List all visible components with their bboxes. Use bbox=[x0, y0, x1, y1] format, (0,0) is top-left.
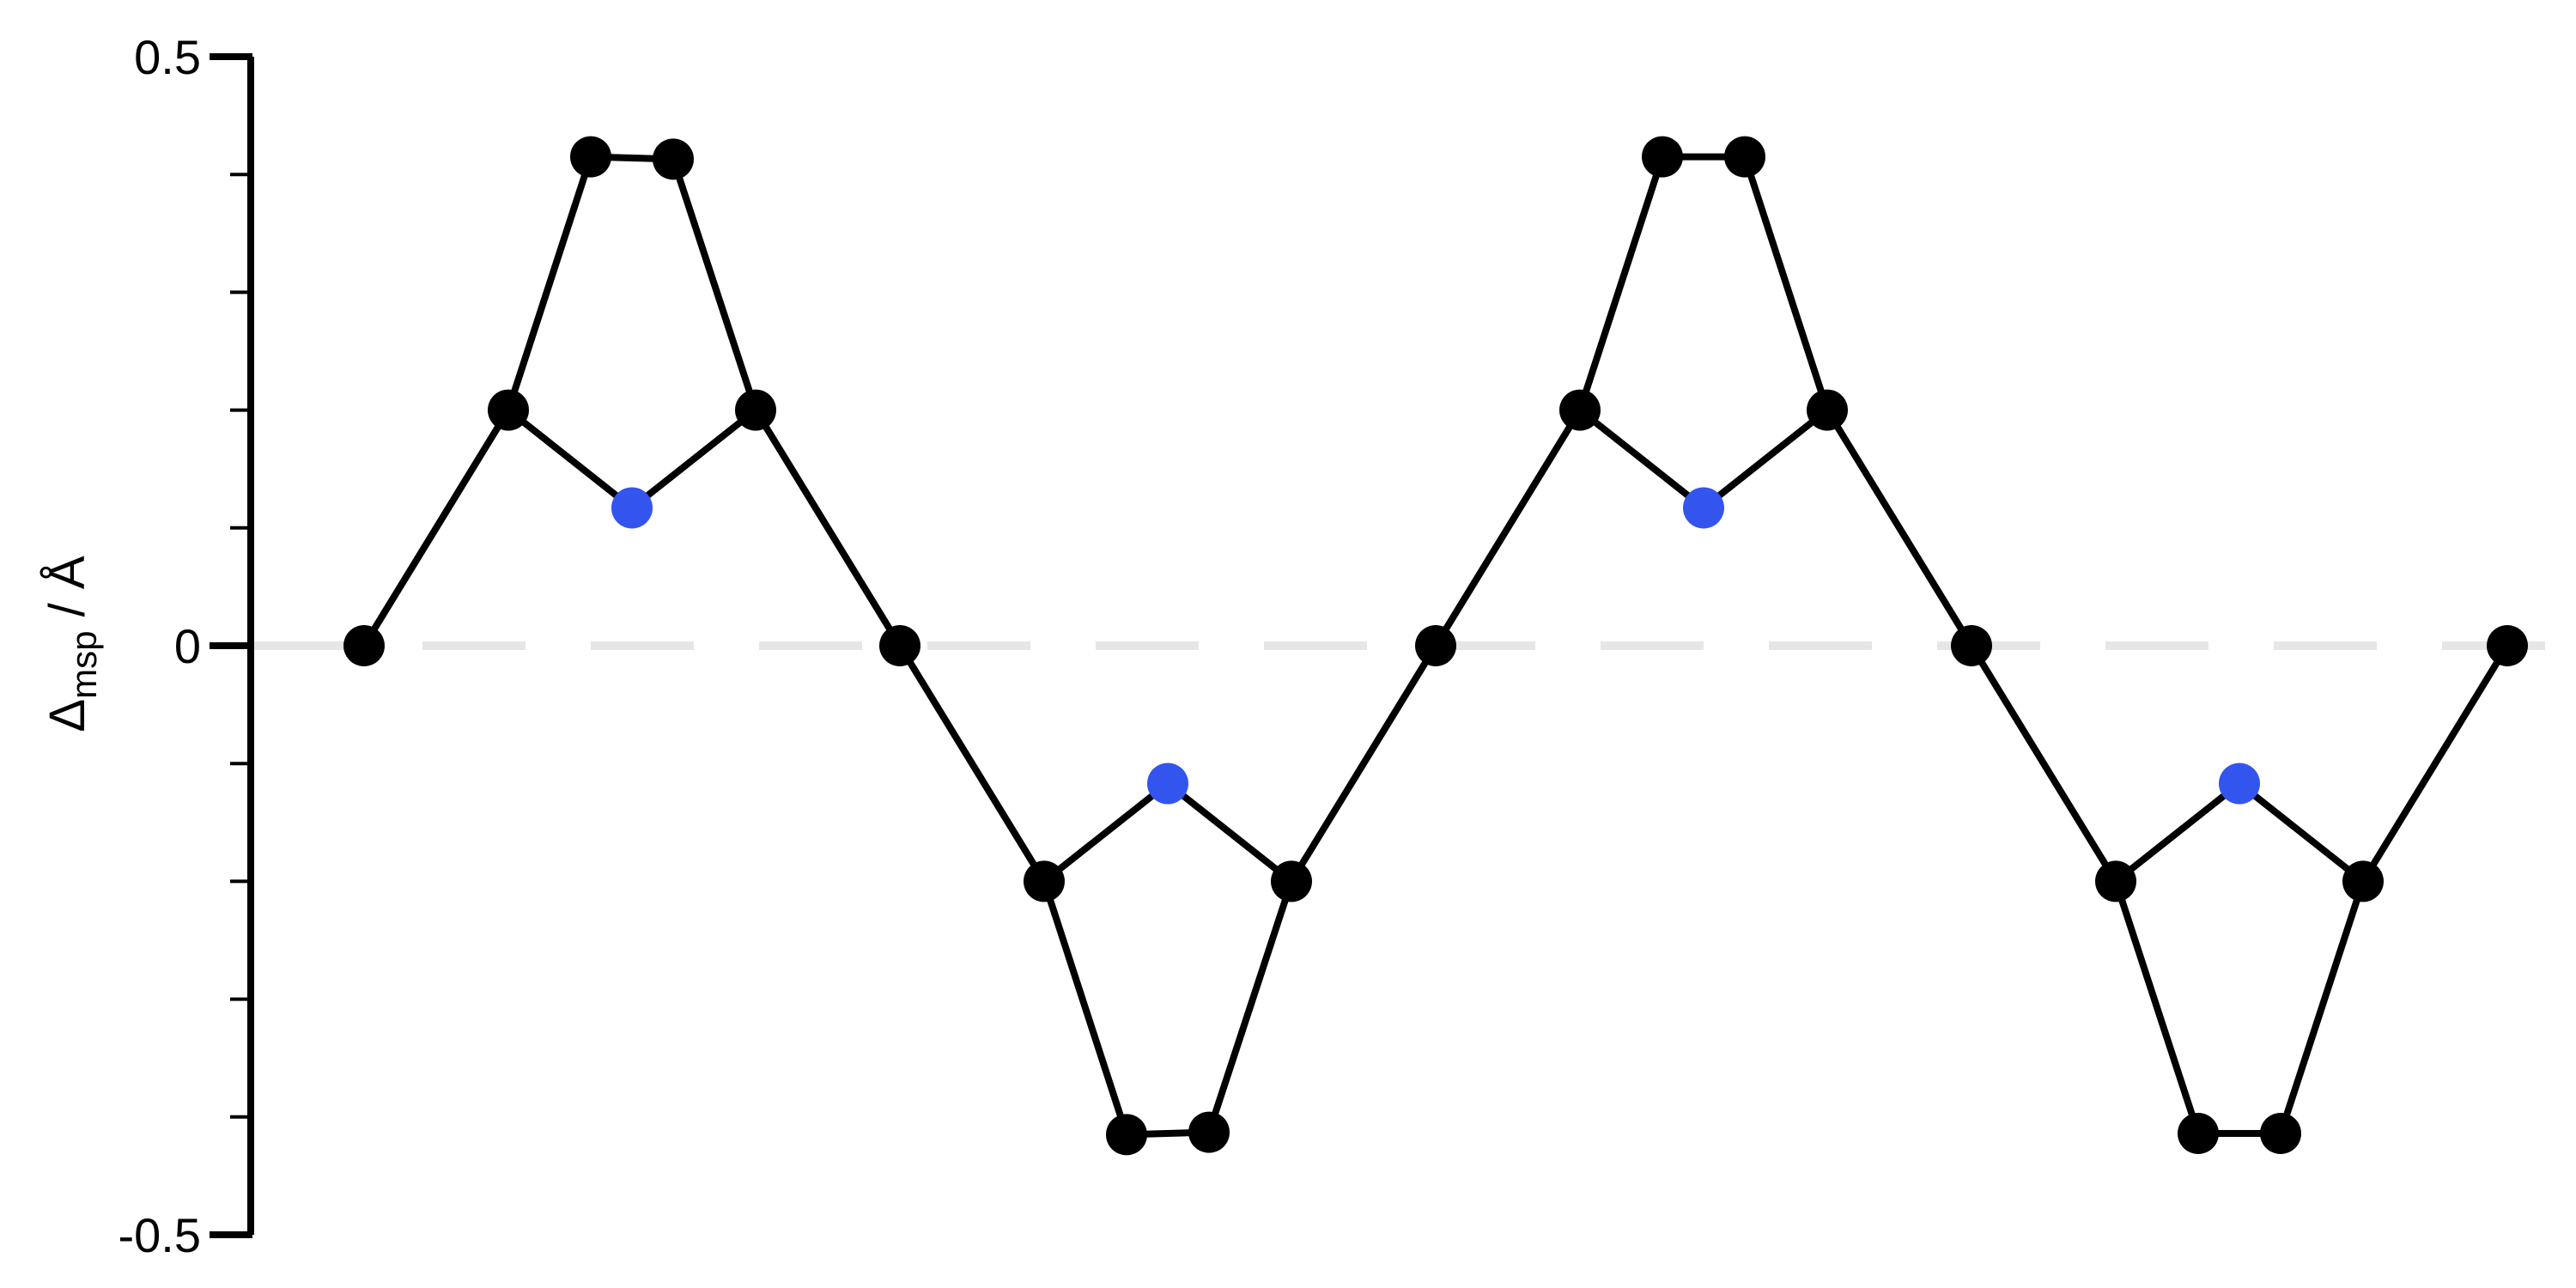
bond-line bbox=[1968, 642, 2119, 885]
atom-point bbox=[343, 625, 385, 666]
atom-point bbox=[879, 625, 920, 666]
bond-line bbox=[1164, 780, 1295, 885]
atom-point bbox=[1106, 1114, 1147, 1156]
atom-point bbox=[1024, 860, 1065, 902]
bond-lines bbox=[361, 153, 2511, 1139]
atom-point bbox=[1724, 136, 1765, 178]
atom-point bbox=[2095, 860, 2136, 902]
highlighted-atom-point bbox=[611, 487, 653, 529]
atom-point bbox=[1951, 625, 1992, 666]
atom-points bbox=[343, 136, 2528, 1156]
atom-point bbox=[1807, 389, 1848, 431]
bond-line bbox=[1700, 406, 1831, 512]
atom-point bbox=[2342, 860, 2384, 902]
bond-line bbox=[1288, 642, 1439, 885]
bond-line bbox=[1206, 878, 1295, 1136]
atom-point bbox=[653, 138, 694, 180]
bond-line bbox=[505, 406, 635, 512]
highlighted-atom-point bbox=[1683, 487, 1724, 529]
atom-point bbox=[570, 136, 611, 178]
y-axis bbox=[210, 53, 254, 1238]
atom-point bbox=[1271, 860, 1312, 902]
atom-point bbox=[735, 389, 776, 431]
bond-line bbox=[2277, 878, 2366, 1138]
bond-line bbox=[1041, 878, 1130, 1139]
bond-line bbox=[752, 406, 903, 649]
bond-line bbox=[2360, 642, 2511, 885]
bond-line bbox=[361, 406, 512, 649]
atom-point bbox=[488, 389, 529, 431]
atom-point bbox=[2260, 1113, 2301, 1155]
atom-point bbox=[1559, 389, 1601, 431]
bond-line bbox=[1432, 406, 1583, 649]
y-tick-label: 0 bbox=[174, 619, 201, 673]
bond-line bbox=[1577, 153, 1666, 414]
bond-line bbox=[2112, 878, 2202, 1138]
bond-line bbox=[670, 155, 759, 414]
bond-line bbox=[1824, 406, 1975, 649]
y-axis-label-symbol: Δ bbox=[39, 699, 95, 732]
highlighted-atom-point bbox=[1147, 762, 1188, 805]
atom-point bbox=[1188, 1111, 1230, 1153]
y-tick-labels: 0.5 0 -0.5 bbox=[118, 30, 202, 1262]
bond-line bbox=[896, 642, 1048, 885]
atom-point bbox=[1642, 136, 1683, 178]
y-tick-label: 0.5 bbox=[134, 30, 201, 84]
y-axis-label-unit: / Å bbox=[39, 556, 95, 630]
y-axis-label: Δmsp / Å bbox=[39, 556, 104, 732]
atom-point bbox=[2487, 625, 2528, 666]
bond-line bbox=[505, 153, 594, 414]
highlighted-atom-point bbox=[2219, 762, 2260, 805]
bond-line bbox=[1577, 406, 1707, 512]
bond-line bbox=[1741, 153, 1831, 414]
atom-point bbox=[2178, 1113, 2219, 1155]
bond-line bbox=[629, 406, 759, 512]
bond-line bbox=[1041, 780, 1171, 885]
atom-point bbox=[1415, 625, 1456, 666]
y-tick-label: -0.5 bbox=[118, 1208, 202, 1262]
bond-line bbox=[2112, 780, 2243, 885]
y-axis-label-subscript: msp bbox=[64, 630, 104, 698]
bond-line bbox=[2236, 780, 2366, 885]
